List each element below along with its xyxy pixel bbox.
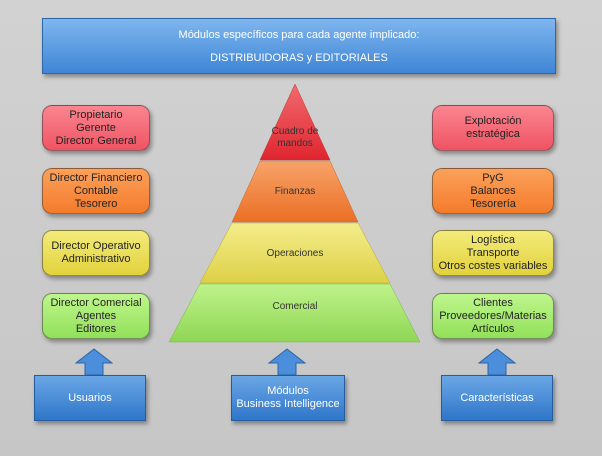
header-title: Módulos específicos para cada agente imp… bbox=[178, 28, 420, 41]
pyramid-layer-commercial bbox=[168, 283, 421, 343]
feature-box-strategy: Explotación estratégica bbox=[432, 105, 554, 151]
user-box-commercial: Director Comercial Agentes Editores bbox=[42, 293, 150, 339]
user-box-management: Propietario Gerente Director General bbox=[42, 105, 150, 151]
arrow-up-icon bbox=[75, 348, 113, 376]
users-box: Usuarios bbox=[34, 375, 146, 421]
user-box-operations: Director Operativo Administrativo bbox=[42, 230, 150, 276]
feature-box-logistics: Logística Transporte Otros costes variab… bbox=[432, 230, 554, 276]
pyramid-label-finance: Finanzas bbox=[274, 186, 316, 197]
pyramid-label-commercial: Comercial bbox=[272, 301, 318, 312]
feature-box-customers: Clientes Proveedores/Materias Artículos bbox=[432, 293, 554, 339]
arrow-up-icon bbox=[478, 348, 516, 376]
pyramid-layer-operations bbox=[199, 222, 391, 284]
pyramid-layer-finance bbox=[231, 160, 359, 223]
user-box-finance: Director Financiero Contable Tesorero bbox=[42, 168, 150, 214]
bi-modules-box: Módulos Business Intelligence bbox=[231, 375, 345, 421]
pyramid-label-operations: Operaciones bbox=[266, 248, 324, 259]
pyramid-layer-dashboard bbox=[259, 83, 331, 161]
feature-box-finance: PyG Balances Tesorería bbox=[432, 168, 554, 214]
characteristics-box: Características bbox=[441, 375, 553, 421]
header-subtitle: DISTRIBUIDORAS y EDITORIALES bbox=[210, 51, 388, 64]
arrow-up-icon bbox=[268, 348, 306, 376]
header-banner: Módulos específicos para cada agente imp… bbox=[42, 18, 556, 74]
pyramid-label-dashboard: Cuadro de mandos bbox=[271, 126, 319, 149]
